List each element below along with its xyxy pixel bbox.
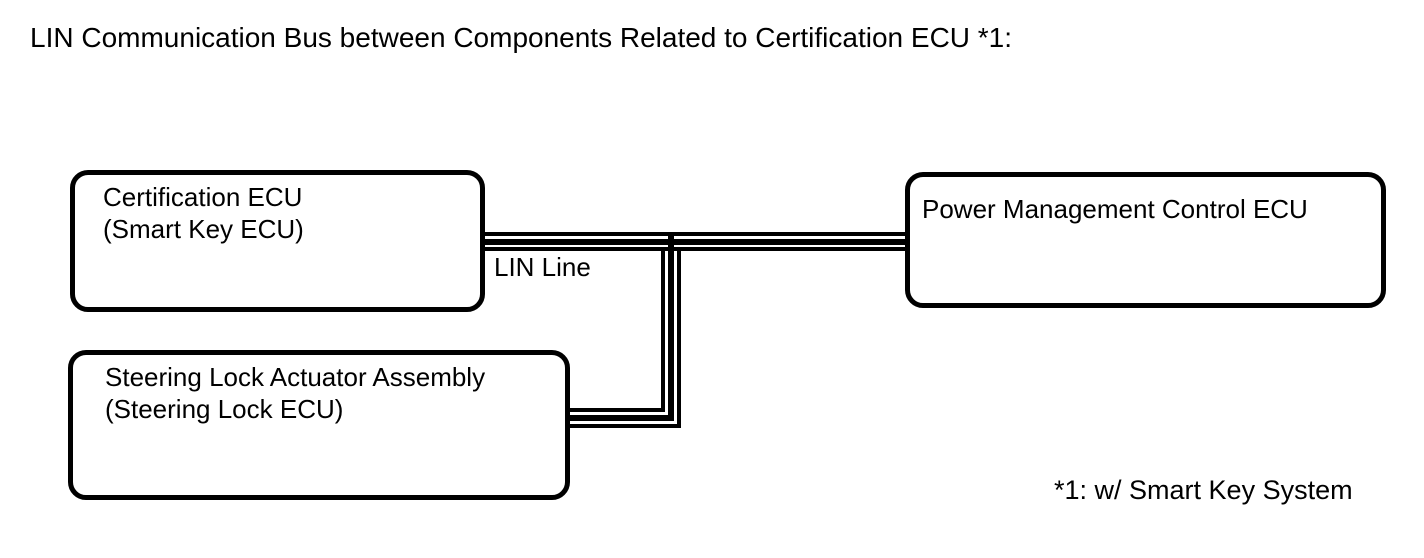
bus-branch-inner-line: [567, 249, 665, 412]
node-certification-ecu: Certification ECU (Smart Key ECU): [70, 170, 485, 312]
node-certification-ecu-label-line1: Certification ECU: [103, 182, 303, 212]
node-steering-lock-actuator-assembly: Steering Lock Actuator Assembly (Steerin…: [68, 350, 570, 500]
node-power-management-control-ecu: Power Management Control ECU: [905, 172, 1386, 308]
bus-branch-middle-line: [567, 234, 674, 421]
node-certification-ecu-label-line2: (Smart Key ECU): [103, 214, 304, 244]
node-power-management-control-ecu-label: Power Management Control ECU: [922, 194, 1308, 224]
bus-branch-outer-line: [567, 249, 681, 428]
smart-key-footnote: *1: w/ Smart Key System: [1054, 475, 1353, 505]
diagram-title: LIN Communication Bus between Components…: [30, 22, 1013, 53]
node-steering-lock-actuator-assembly-label-line2: (Steering Lock ECU): [105, 394, 344, 424]
node-steering-lock-actuator-assembly-label-line1: Steering Lock Actuator Assembly: [105, 362, 486, 392]
lin-line-label: LIN Line: [494, 252, 591, 282]
